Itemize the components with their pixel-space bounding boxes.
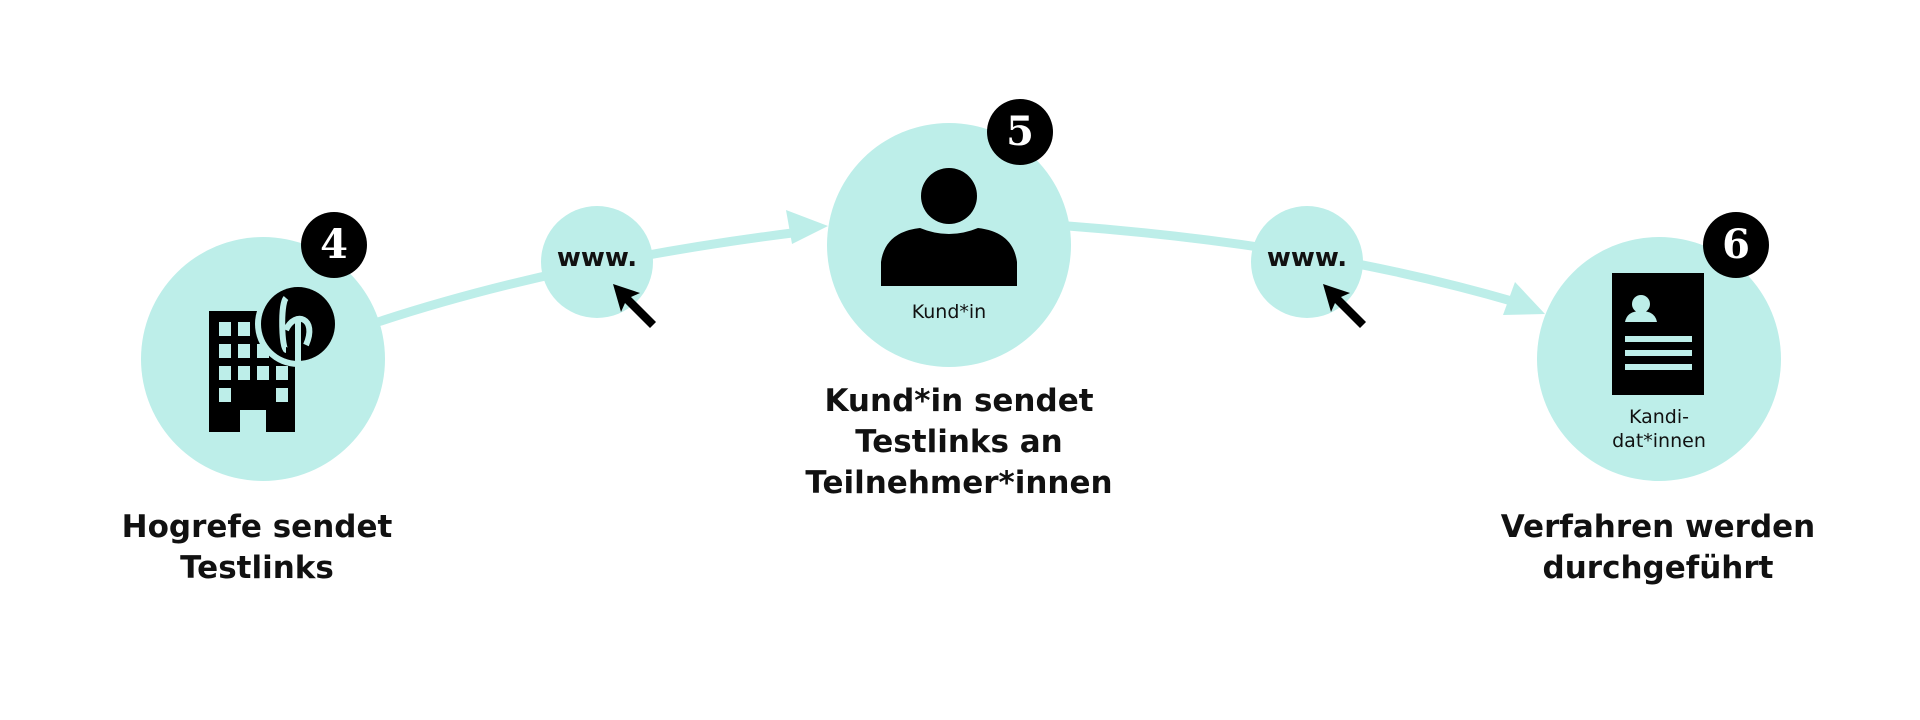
cursor-icon <box>613 284 656 328</box>
step-4-caption: Hogrefe sendet Testlinks <box>57 507 457 589</box>
step-5-inner-label: Kund*in <box>911 301 987 323</box>
step-6-badge: 6 <box>1703 212 1769 278</box>
link-label-2: www. <box>1266 243 1348 273</box>
step-4-badge: 4 <box>301 212 367 278</box>
caption-line: Hogrefe sendet <box>121 509 393 545</box>
caption-line: Testlinks <box>180 550 334 586</box>
arrowhead-2 <box>1503 282 1545 315</box>
cursor-icon <box>1323 284 1366 328</box>
caption-line: Testlinks an <box>855 424 1063 460</box>
step-6-caption: Verfahren werden durchgeführt <box>1458 507 1858 589</box>
caption-line: Kund*in sendet <box>824 383 1094 419</box>
person-icon <box>881 168 1017 286</box>
document-profile-icon <box>1612 273 1704 395</box>
link-label-1: www. <box>556 243 638 273</box>
step-5-caption: Kund*in sendet Testlinks an Teilnehmer*i… <box>759 381 1159 504</box>
caption-line: durchgeführt <box>1542 550 1774 586</box>
inner-label-line: dat*innen <box>1612 430 1706 452</box>
arrowhead-1 <box>786 210 828 244</box>
step-5-badge: 5 <box>987 99 1053 165</box>
caption-line: Teilnehmer*innen <box>805 465 1113 501</box>
step-6-inner-label: Kandi- dat*innen <box>1559 405 1759 453</box>
inner-label-line: Kandi- <box>1628 406 1689 428</box>
building-logo-icon <box>209 281 341 432</box>
caption-line: Verfahren werden <box>1500 509 1816 545</box>
